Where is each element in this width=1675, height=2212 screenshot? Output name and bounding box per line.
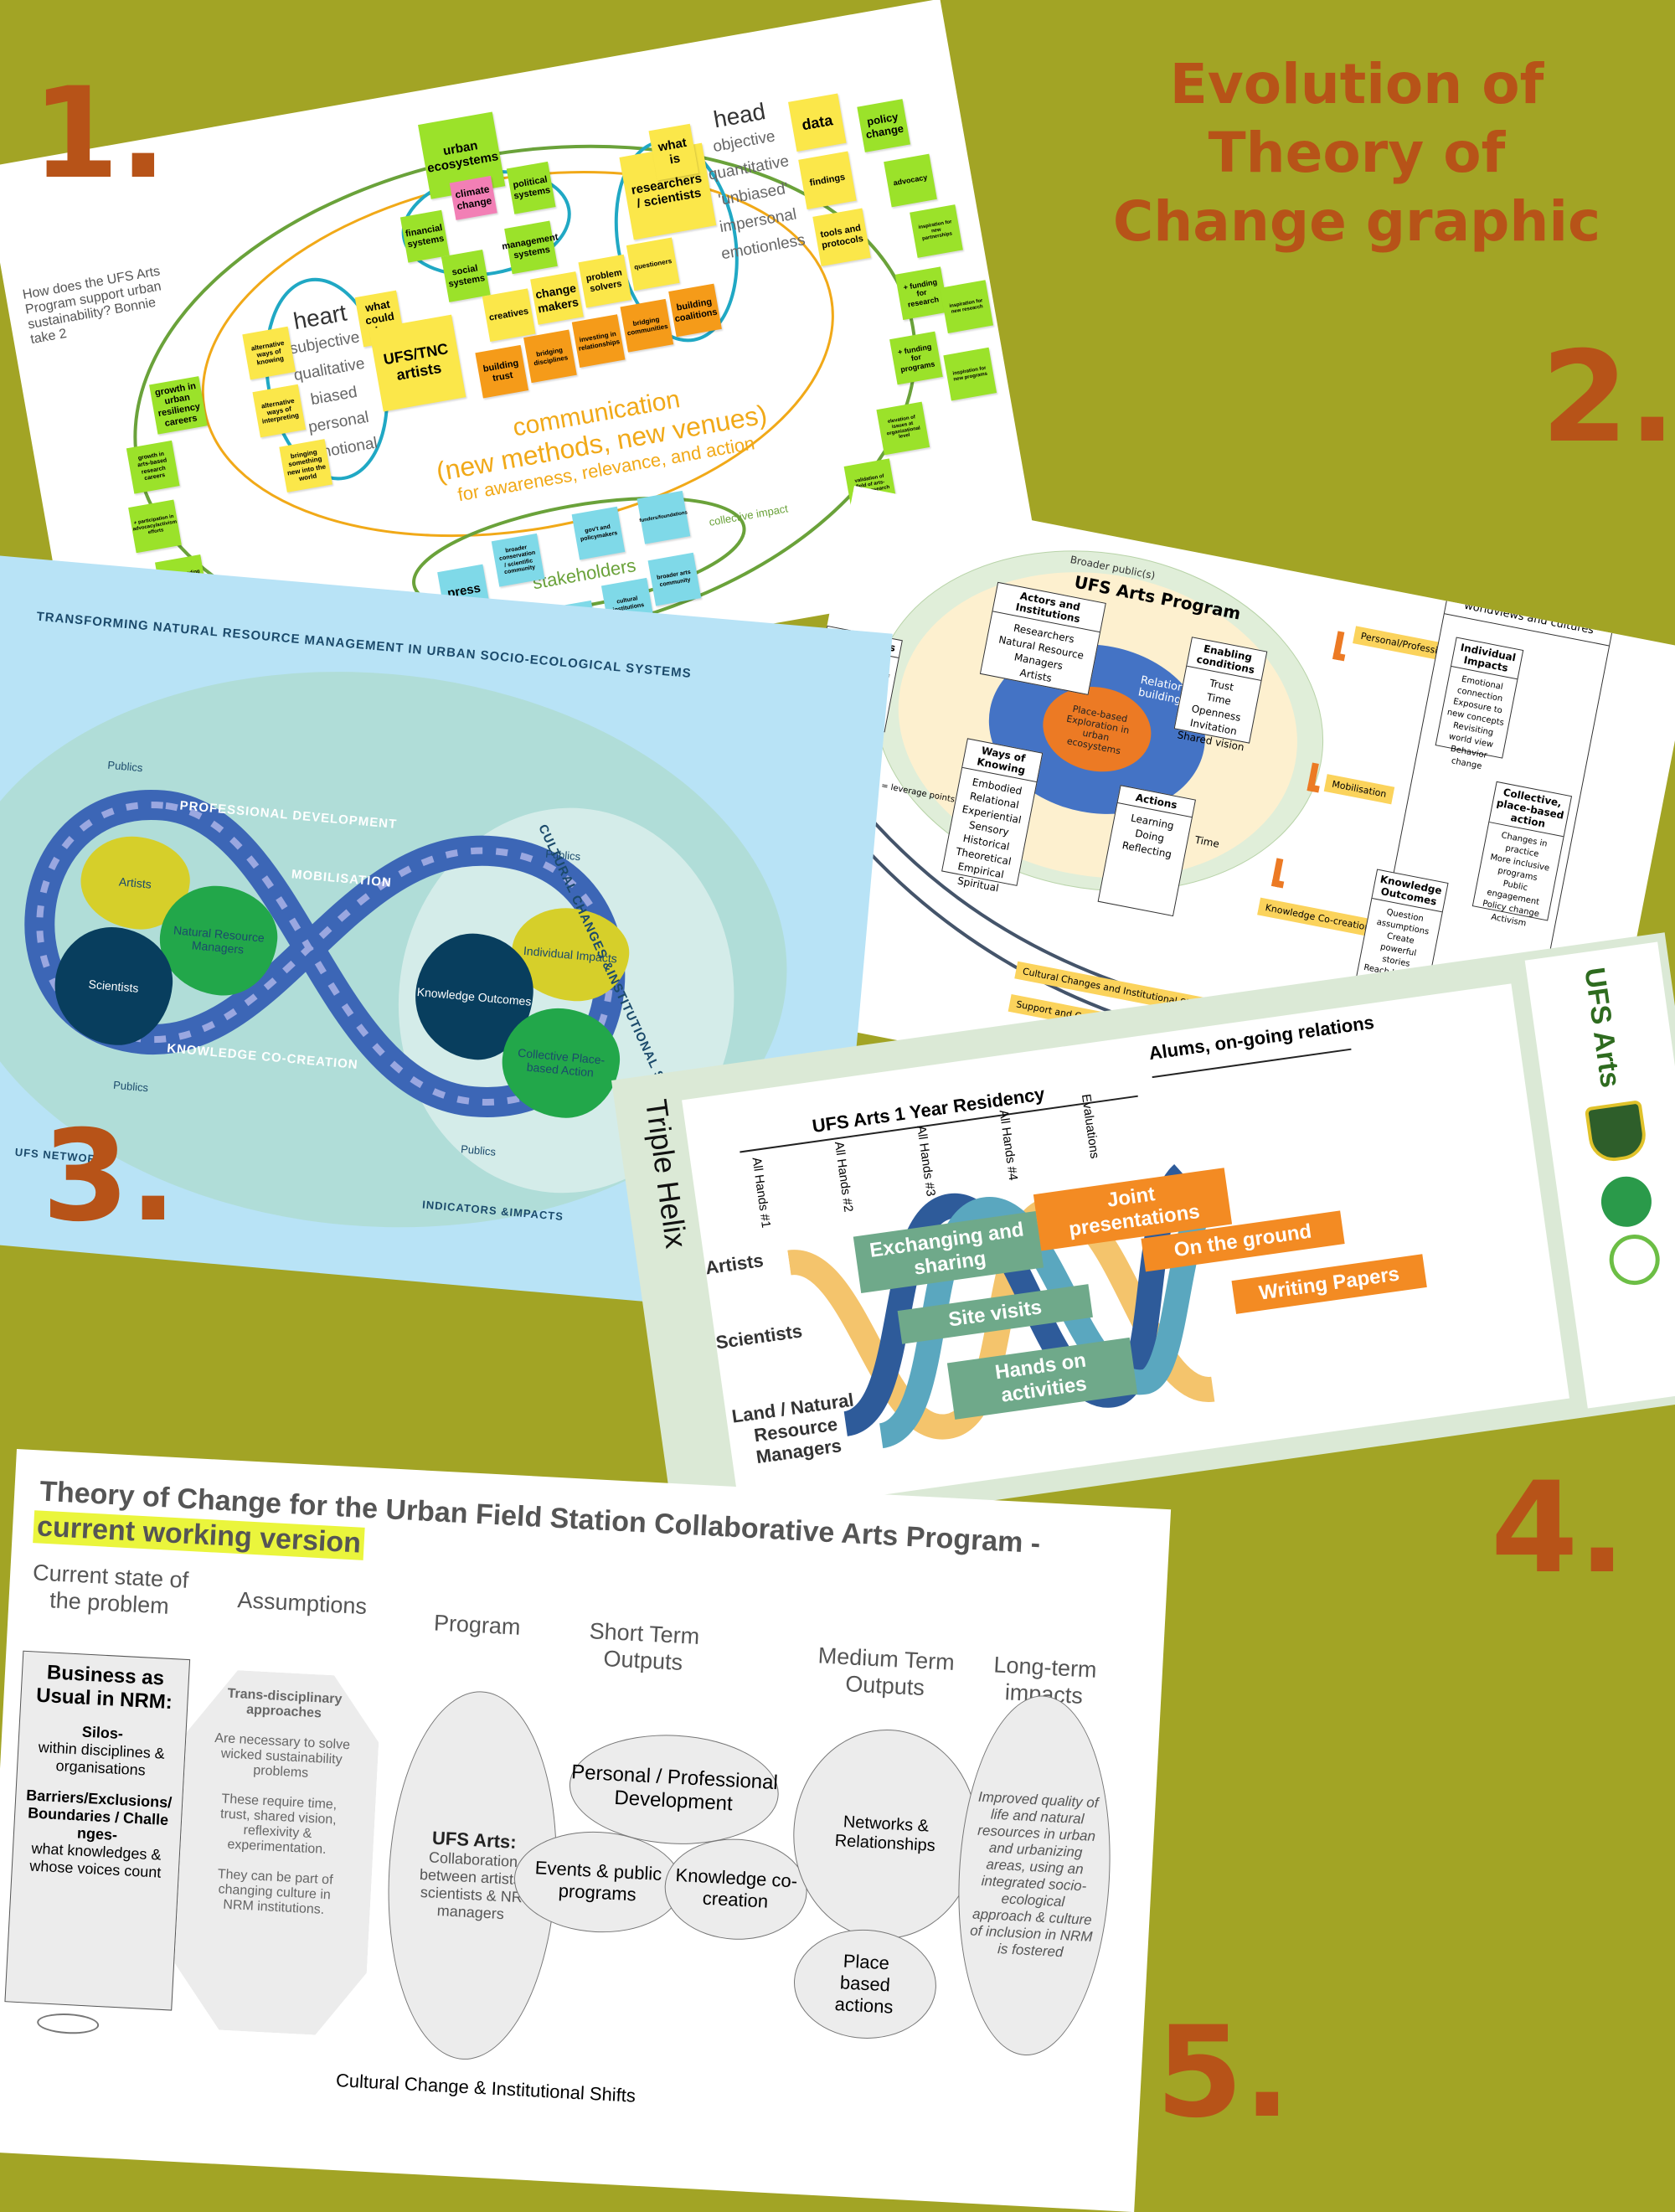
problem-t2: within disciplines & organisations bbox=[38, 1738, 166, 1779]
note-bridging-communities: bridging communities bbox=[620, 298, 674, 353]
forest-service-logo-icon bbox=[1584, 1100, 1649, 1165]
note-investing: investing in relationships bbox=[571, 314, 626, 368]
note-broader-arts: broader arts community bbox=[647, 552, 702, 606]
note-bridging-disciplines: bridging disciplines bbox=[523, 329, 577, 384]
note-political: political systems bbox=[506, 161, 556, 214]
note-building-coalitions: building coalitions bbox=[668, 283, 722, 338]
note-advocacy: advocacy bbox=[884, 153, 937, 208]
problem-h3: Barriers/Exclusions/Boundaries / Challen… bbox=[25, 1787, 173, 1843]
role-scientists: Scientists bbox=[714, 1320, 804, 1353]
note-heart-2: alternative ways of interpreting bbox=[252, 384, 307, 438]
note-impact-2: growth in arts-based research careers bbox=[126, 440, 180, 494]
col-assumptions: Assumptions bbox=[236, 1587, 368, 1620]
panel-4-triple-helix: Triple Helix UFS Arts 1 Year Residency A… bbox=[611, 932, 1675, 1545]
note-elevation: elevation of issues at organizational le… bbox=[876, 401, 930, 456]
title-line: Change graphic bbox=[1112, 189, 1601, 254]
role-managers: Land / Natural Resource Managers bbox=[730, 1389, 855, 1468]
note-what-is: what is bbox=[648, 123, 699, 181]
note-policy-change: policy change bbox=[857, 99, 911, 152]
col-program: Program bbox=[433, 1610, 522, 1640]
problem-h1: Business as Usual in NRM: bbox=[35, 1661, 173, 1714]
note-new-research: inspiration for new research bbox=[940, 280, 994, 333]
footer-cultural-change: Cultural Change & Institutional Shifts bbox=[335, 2069, 636, 2106]
assumptions-p2: These require time, trust, shared vision… bbox=[219, 1792, 338, 1857]
note-questioners: questioners bbox=[626, 237, 680, 291]
assumptions-h: Trans-disciplinary approaches bbox=[227, 1686, 343, 1721]
nyc-parks-logo-icon bbox=[1605, 1231, 1663, 1289]
note-broader-conservation: broader conservation / scientific commun… bbox=[491, 533, 545, 587]
ellipse-long-term: Improved quality of life and natural res… bbox=[949, 1691, 1120, 2060]
panel-number-2: 2. bbox=[1541, 325, 1675, 471]
nature-of-cities-logo-icon bbox=[1598, 1173, 1655, 1230]
problem-t3: what knowledges & whose voices count bbox=[28, 1839, 162, 1881]
enabling-body: Trust Time Openness Invitation Shared vi… bbox=[1172, 667, 1261, 761]
panel-number-5: 5. bbox=[1156, 2000, 1291, 2146]
ellipse-networks: Networks & Relationships bbox=[787, 1725, 983, 1944]
note-problem-solvers: problem solvers bbox=[578, 254, 632, 308]
problem-box: Business as Usual in NRM: Silos- within … bbox=[4, 1650, 191, 2011]
note-impact-1: growth in urban resiliency careers bbox=[149, 376, 208, 435]
note-social: social systems bbox=[441, 249, 491, 302]
note-climate-change: climate change bbox=[449, 175, 497, 220]
note-findings: findings bbox=[798, 151, 857, 209]
note-new-programs: inspiration for new programs bbox=[943, 347, 997, 401]
title-line: Theory of bbox=[1208, 121, 1506, 185]
note-creatives: creatives bbox=[482, 288, 536, 343]
bar-writing: Writing Papers bbox=[1231, 1254, 1427, 1314]
transform-subtitle: more inclusive of diverse worldviews and… bbox=[1444, 583, 1616, 647]
note-funders: funders/foundations bbox=[636, 490, 691, 544]
note-govt: gov't and policymakers bbox=[571, 506, 626, 560]
note-change-makers: change makers bbox=[530, 271, 584, 325]
note-financial: financial systems bbox=[399, 209, 450, 263]
note-tools: tools and protocols bbox=[812, 208, 871, 267]
panel-number-3: 3. bbox=[42, 1104, 178, 1250]
assumptions-p3: They can be part of changing culture in … bbox=[217, 1867, 333, 1917]
col-medium: Medium Term Outputs bbox=[817, 1642, 956, 1701]
milestone-4: All Hands #4 bbox=[996, 1109, 1021, 1182]
note-data: data bbox=[788, 93, 847, 152]
panel-number-1: 1. bbox=[32, 61, 168, 207]
note-heart-1: alternative ways of knowing bbox=[242, 326, 296, 380]
brand-title: UFS Arts bbox=[1578, 965, 1627, 1090]
note-building-trust: building trust bbox=[475, 344, 529, 399]
note-partnerships: inspiration for new partnerships bbox=[910, 204, 963, 258]
milestone-5: Evaluations bbox=[1078, 1093, 1102, 1160]
col-problem: Current state of the problem bbox=[32, 1560, 189, 1619]
panel-number-4: 4. bbox=[1491, 1456, 1626, 1601]
role-artists: Artists bbox=[704, 1249, 765, 1279]
note-impact-3: + participation in advocacy/activism eff… bbox=[128, 499, 182, 554]
panel-2-arts-program-diagram: Broader public(s) UFS Arts Program Actor… bbox=[751, 486, 1675, 1175]
col-short: Short Term Outputs bbox=[589, 1618, 700, 1675]
note-funding-programs: + funding for programs bbox=[889, 331, 943, 385]
cycle-arrow-icon bbox=[36, 2012, 100, 2036]
ellipse-place: Place based actions bbox=[791, 1926, 940, 2043]
ellipse-knowledge: Knowledge co-creation bbox=[662, 1835, 810, 1944]
actors-box: Actors and Institutions Researchers Natu… bbox=[979, 581, 1106, 695]
alums-label: Alums, on-going relations bbox=[1147, 1011, 1376, 1065]
note-heart-3: bringing something new into the world bbox=[279, 439, 333, 492]
milestone-3: All Hands #3 bbox=[914, 1124, 938, 1198]
milestone-1: All Hands #1 bbox=[749, 1156, 774, 1230]
assumptions-p1: Are necessary to solve wicked sustainabi… bbox=[214, 1730, 351, 1781]
note-artists: UFS/TNC artists bbox=[368, 314, 466, 412]
panel-5-theory-of-change: Theory of Change for the Urban Field Sta… bbox=[0, 1449, 1172, 2212]
assumptions-box: Trans-disciplinary approaches Are necess… bbox=[171, 1668, 382, 2037]
page-title: Evolution of Theory of Change graphic bbox=[1106, 50, 1608, 256]
note-management: management systems bbox=[501, 220, 559, 275]
helix-area: UFS Arts 1 Year Residency Alums, on-goin… bbox=[682, 983, 1569, 1515]
title-line: Evolution of bbox=[1169, 52, 1544, 116]
